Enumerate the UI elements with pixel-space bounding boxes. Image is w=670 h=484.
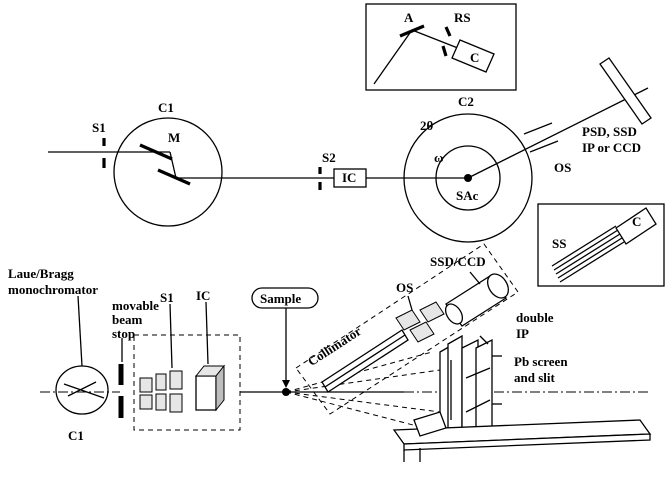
label-sample: Sample	[260, 291, 301, 306]
label-pb-1: Pb screen	[514, 354, 568, 369]
double-ip-pointer	[479, 335, 489, 345]
analyzer-incoming-beam	[373, 29, 413, 85]
label-s2: S2	[322, 150, 336, 165]
monochromator-beam-path	[169, 151, 177, 179]
label-soller-ss: SS	[552, 236, 566, 251]
label-two-theta: 2θ	[420, 118, 434, 133]
slit-block	[155, 373, 167, 391]
mono-pointer	[77, 295, 83, 367]
label-c1-top: C1	[158, 100, 174, 115]
collimator-tube-inner	[324, 334, 406, 388]
soller-inset-frame	[537, 203, 665, 287]
analyzer-counter	[451, 39, 495, 73]
label-soller-c: C	[632, 214, 641, 229]
label-s1-top: S1	[92, 120, 106, 135]
ssd-ccd-end	[487, 273, 509, 299]
monochromator-crystal-1	[139, 143, 173, 161]
slit-block	[139, 394, 153, 410]
analyzer-inset-frame	[365, 3, 517, 91]
soller-blade	[559, 241, 625, 283]
label-double-1: double	[516, 310, 554, 325]
sample-arrow	[282, 380, 290, 388]
os-slit-block	[419, 301, 445, 323]
ic-pointer	[205, 301, 209, 365]
pb-screen-pointer	[465, 399, 491, 413]
slit-block	[169, 370, 183, 390]
top-schematic	[48, 57, 652, 243]
label-stop-2: beam	[112, 312, 143, 327]
base-rail-lower	[403, 433, 651, 451]
ic-cube-front	[195, 375, 217, 411]
receiving-slit-bottom	[441, 45, 448, 57]
s1-pointer	[169, 303, 173, 369]
slit-ic-enclosure	[133, 334, 241, 431]
label-analyzer-a: A	[404, 10, 414, 25]
slit-block	[139, 377, 153, 393]
mono-crystal-bottom-2	[67, 381, 97, 397]
label-double-2: IP	[516, 326, 529, 341]
label-s1-bottom: S1	[160, 290, 174, 305]
ssd-ccd-window	[444, 303, 464, 325]
label-omega: ω	[434, 150, 444, 165]
soller-blade	[555, 233, 621, 275]
soller-inset	[537, 203, 665, 287]
label-stop-1: movable	[112, 298, 159, 313]
label-mono-1: Laue/Bragg	[8, 266, 74, 281]
scattered-ray	[285, 391, 441, 413]
slit-block	[169, 393, 183, 413]
os-slit-block	[409, 321, 435, 343]
mono-crystal-bottom	[63, 383, 105, 399]
os-pointer	[407, 295, 413, 311]
area-detector	[599, 57, 652, 125]
diffracted-beam	[467, 87, 649, 179]
scattered-ray	[285, 369, 441, 393]
soller-blade	[553, 229, 619, 271]
pb-screen-middle	[447, 334, 463, 442]
label-detector-2: IP or CCD	[582, 140, 641, 155]
diffractometer-inner-circle	[435, 145, 501, 211]
os-slit-block	[395, 309, 421, 331]
soller-counter	[615, 207, 657, 245]
label-ic-bottom: IC	[196, 288, 210, 303]
label-detector-1: PSD, SSD	[582, 124, 637, 139]
label-c2: C2	[458, 94, 474, 109]
label-stop-3: stop	[112, 326, 135, 341]
label-ic-top: IC	[342, 170, 356, 185]
label-c1-bottom: C1	[68, 428, 84, 443]
pb-screen-pointer	[465, 367, 491, 379]
slit-block	[155, 393, 167, 411]
receiving-slit-top	[444, 26, 452, 37]
slit-os-top	[523, 122, 553, 135]
ssd-pointer	[469, 271, 481, 285]
label-analyzer-rs: RS	[454, 10, 471, 25]
monochromator-crystal-2	[157, 168, 191, 186]
label-analyzer-c: C	[470, 50, 479, 65]
rail-carriage	[413, 411, 447, 437]
soller-blade	[557, 237, 623, 279]
ic-cube-side	[215, 364, 225, 412]
label-os-bottom: OS	[396, 280, 413, 295]
label-mono-2: monochromator	[8, 282, 98, 297]
monochromator-circle-c1	[113, 117, 223, 227]
sample-label-box	[251, 287, 319, 309]
soller-blade	[551, 225, 617, 267]
labels: C1 S1 M S2 IC C2 2θ ω SAc OS PSD, SSD IP…	[8, 10, 641, 443]
label-sac: SAc	[456, 188, 479, 203]
label-ssd-ccd: SSD/CCD	[430, 254, 486, 269]
label-os-top: OS	[554, 160, 571, 175]
label-m: M	[168, 130, 180, 145]
analyzer-crystal	[399, 24, 425, 38]
bottom-schematic	[40, 243, 652, 462]
diffractometer-circle-c2	[403, 113, 533, 243]
slit-os-bottom	[529, 140, 559, 153]
ion-chamber-top	[333, 168, 367, 188]
analyzer-inset	[365, 3, 517, 91]
label-pb-2: and slit	[514, 370, 555, 385]
